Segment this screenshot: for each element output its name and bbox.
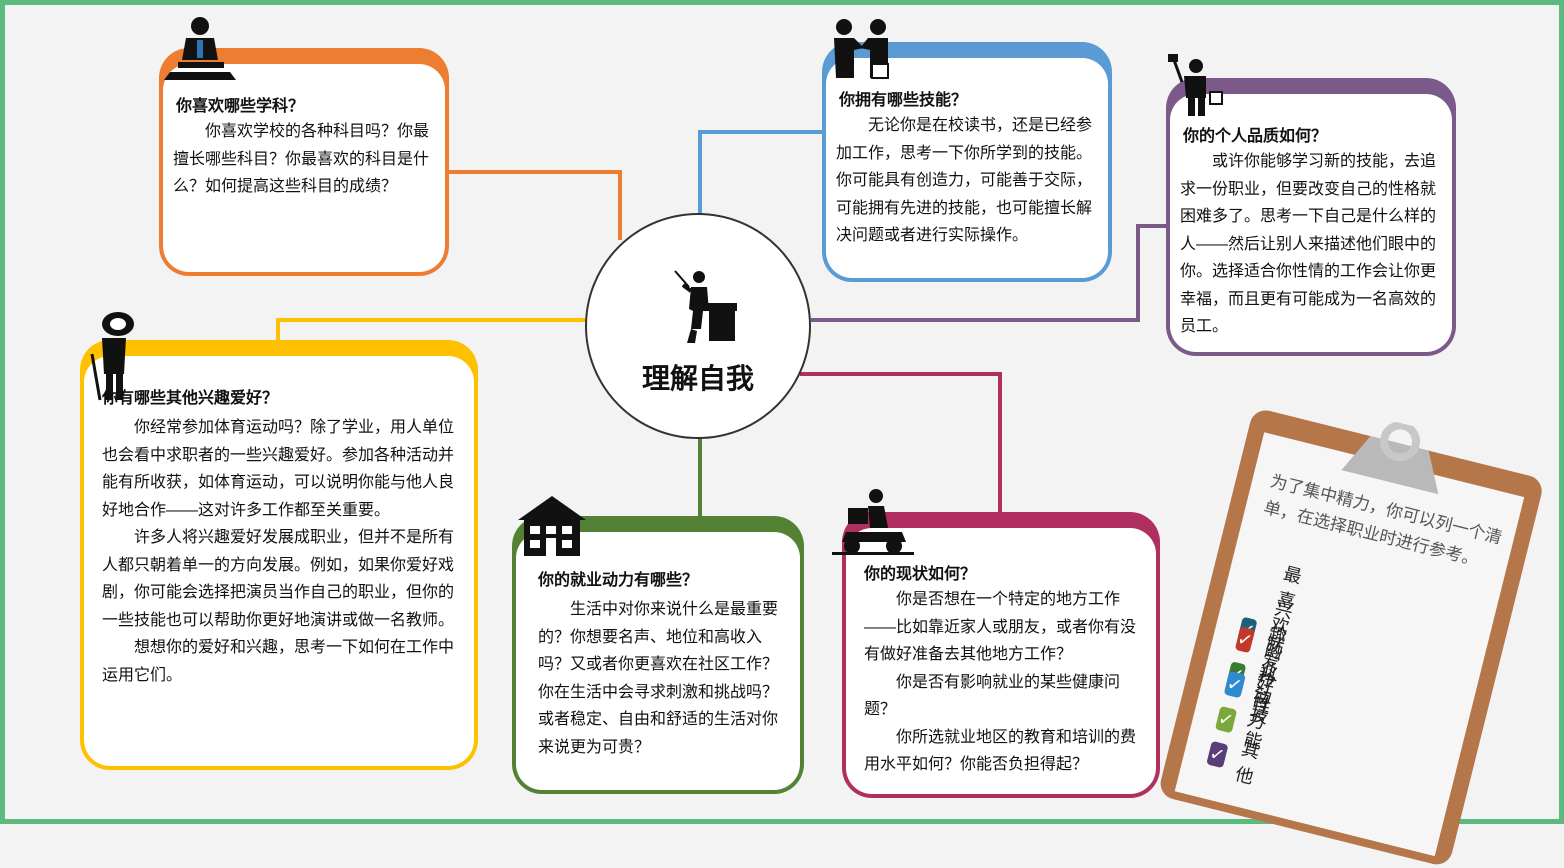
subjects-title: 你喜欢哪些学科？ <box>176 98 305 115</box>
hobbies-box: 你有哪些其他兴趣爱好？ 你经常参加体育运动吗？除了学业，用人单位也会看中求职者的… <box>80 340 478 770</box>
motivation-paragraph: 生活中对你来说什么是最重要的？你想要名声、地位和高收入吗？又或者你更喜欢在社区工… <box>538 601 779 756</box>
situation-box-inner <box>846 528 1156 794</box>
situation-paragraph-1: 你是否想在一个特定的地方工作——比如靠近家人或朋友，或者你有没有做好准备去其他地… <box>864 591 1137 663</box>
character-box: 你的个人品质如何？ 或许你能够学习新的技能，去追求一份职业，但要改变自己的性格就… <box>1166 78 1456 356</box>
center-circle: 理解自我 <box>585 213 811 439</box>
center-title: 理解自我 <box>641 363 754 394</box>
handshake-icon <box>834 19 889 79</box>
connector-lines <box>276 130 1168 520</box>
connector-hobbies <box>276 318 586 342</box>
connector-skills <box>698 130 822 216</box>
situation-paragraph-3: 你所选就业地区的教育和培训的费用水平如何？你能否负担得起？ <box>864 728 1137 774</box>
painter-icon <box>1168 54 1223 116</box>
motivation-title: 你的就业动力有哪些？ <box>538 572 699 589</box>
clip-icon <box>1341 421 1439 495</box>
hobbies-paragraph-2: 许多人将兴趣爱好发展成职业，但并不是所有人都只朝着单一的方向发展。例如，如果你爱… <box>102 529 455 629</box>
hobbies-box-inner <box>84 356 474 766</box>
connector-subjects <box>448 170 622 240</box>
character-text: 或许你能够学习新的技能，去追求一份职业，但要改变自己的性格就困难多了。思考一下自… <box>1180 148 1446 341</box>
situation-box: 你的现状如何？ 你是否想在一个特定的地方工作——比如靠近家人或朋友，或者你有没有… <box>842 512 1160 798</box>
skills-box-inner <box>826 58 1108 278</box>
teacher-icon <box>674 270 737 343</box>
skills-text: 无论你是在校读书，还是已经参加工作，思考一下你所学到的技能。你可能具有创造力，可… <box>836 112 1102 250</box>
character-box-inner <box>1170 94 1452 352</box>
delivery-scooter-icon <box>832 489 914 555</box>
subjects-box: 你喜欢哪些学科？ 你喜欢学校的各种科目吗？你最擅长哪些科目？你最喜欢的科目是什么… <box>159 48 449 276</box>
subjects-box-inner <box>163 64 445 272</box>
skills-title: 你拥有哪些技能？ <box>839 92 968 109</box>
situation-paragraph-2: 你是否有影响就业的某些健康问题？ <box>864 673 1121 719</box>
hobbies-paragraph-1: 你经常参加体育运动吗？除了学业，用人单位也会看中求职者的一些兴趣爱好。参加各种活… <box>102 419 455 519</box>
situation-title: 你的现状如何？ <box>864 566 977 583</box>
skills-box: 你拥有哪些技能？ 无论你是在校读书，还是已经参加工作，思考一下你所学到的技能。你… <box>822 42 1112 282</box>
character-paragraph: 或许你能够学习新的技能，去追求一份职业，但要改变自己的性格就困难多了。思考一下自… <box>1180 153 1437 335</box>
subjects-paragraph: 你喜欢学校的各种科目吗？你最擅长哪些科目？你最喜欢的科目是什么？如何提高这些科目… <box>173 123 430 195</box>
motivation-box: 你的就业动力有哪些？ 生活中对你来说什么是最重要的？你想要名声、地位和高收入吗？… <box>512 516 804 794</box>
hobbies-title: 你有哪些其他兴趣爱好？ <box>102 390 279 407</box>
clipboard: 为了集中精力，你可以列一个清单，在选择职业时进行参考。 ✓ 最喜欢的科目 ✓ 兴… <box>1157 388 1550 868</box>
connector-situation <box>800 372 1002 514</box>
house-icon <box>518 496 586 556</box>
motivation-box-inner <box>516 532 800 790</box>
magician-icon <box>90 312 134 401</box>
character-title: 你的个人品质如何？ <box>1183 128 1328 145</box>
desk-worker-icon <box>164 17 236 80</box>
outer-frame <box>0 0 1564 824</box>
motivation-text: 生活中对你来说什么是最重要的？你想要名声、地位和高收入吗？又或者你更喜欢在社区工… <box>538 596 790 761</box>
skills-paragraph: 无论你是在校读书，还是已经参加工作，思考一下你所学到的技能。你可能具有创造力，可… <box>836 117 1093 244</box>
connector-character <box>811 224 1168 322</box>
hobbies-text: 你经常参加体育运动吗？除了学业，用人单位也会看中求职者的一些兴趣爱好。参加各种活… <box>102 414 464 689</box>
situation-text: 你是否想在一个特定的地方工作——比如靠近家人或朋友，或者你有没有做好准备去其他地… <box>864 586 1148 779</box>
subjects-text: 你喜欢学校的各种科目吗？你最擅长哪些科目？你最喜欢的科目是什么？如何提高这些科目… <box>173 118 439 201</box>
hobbies-paragraph-3: 想想你的爱好和兴趣，思考一下如何在工作中运用它们。 <box>102 639 455 684</box>
